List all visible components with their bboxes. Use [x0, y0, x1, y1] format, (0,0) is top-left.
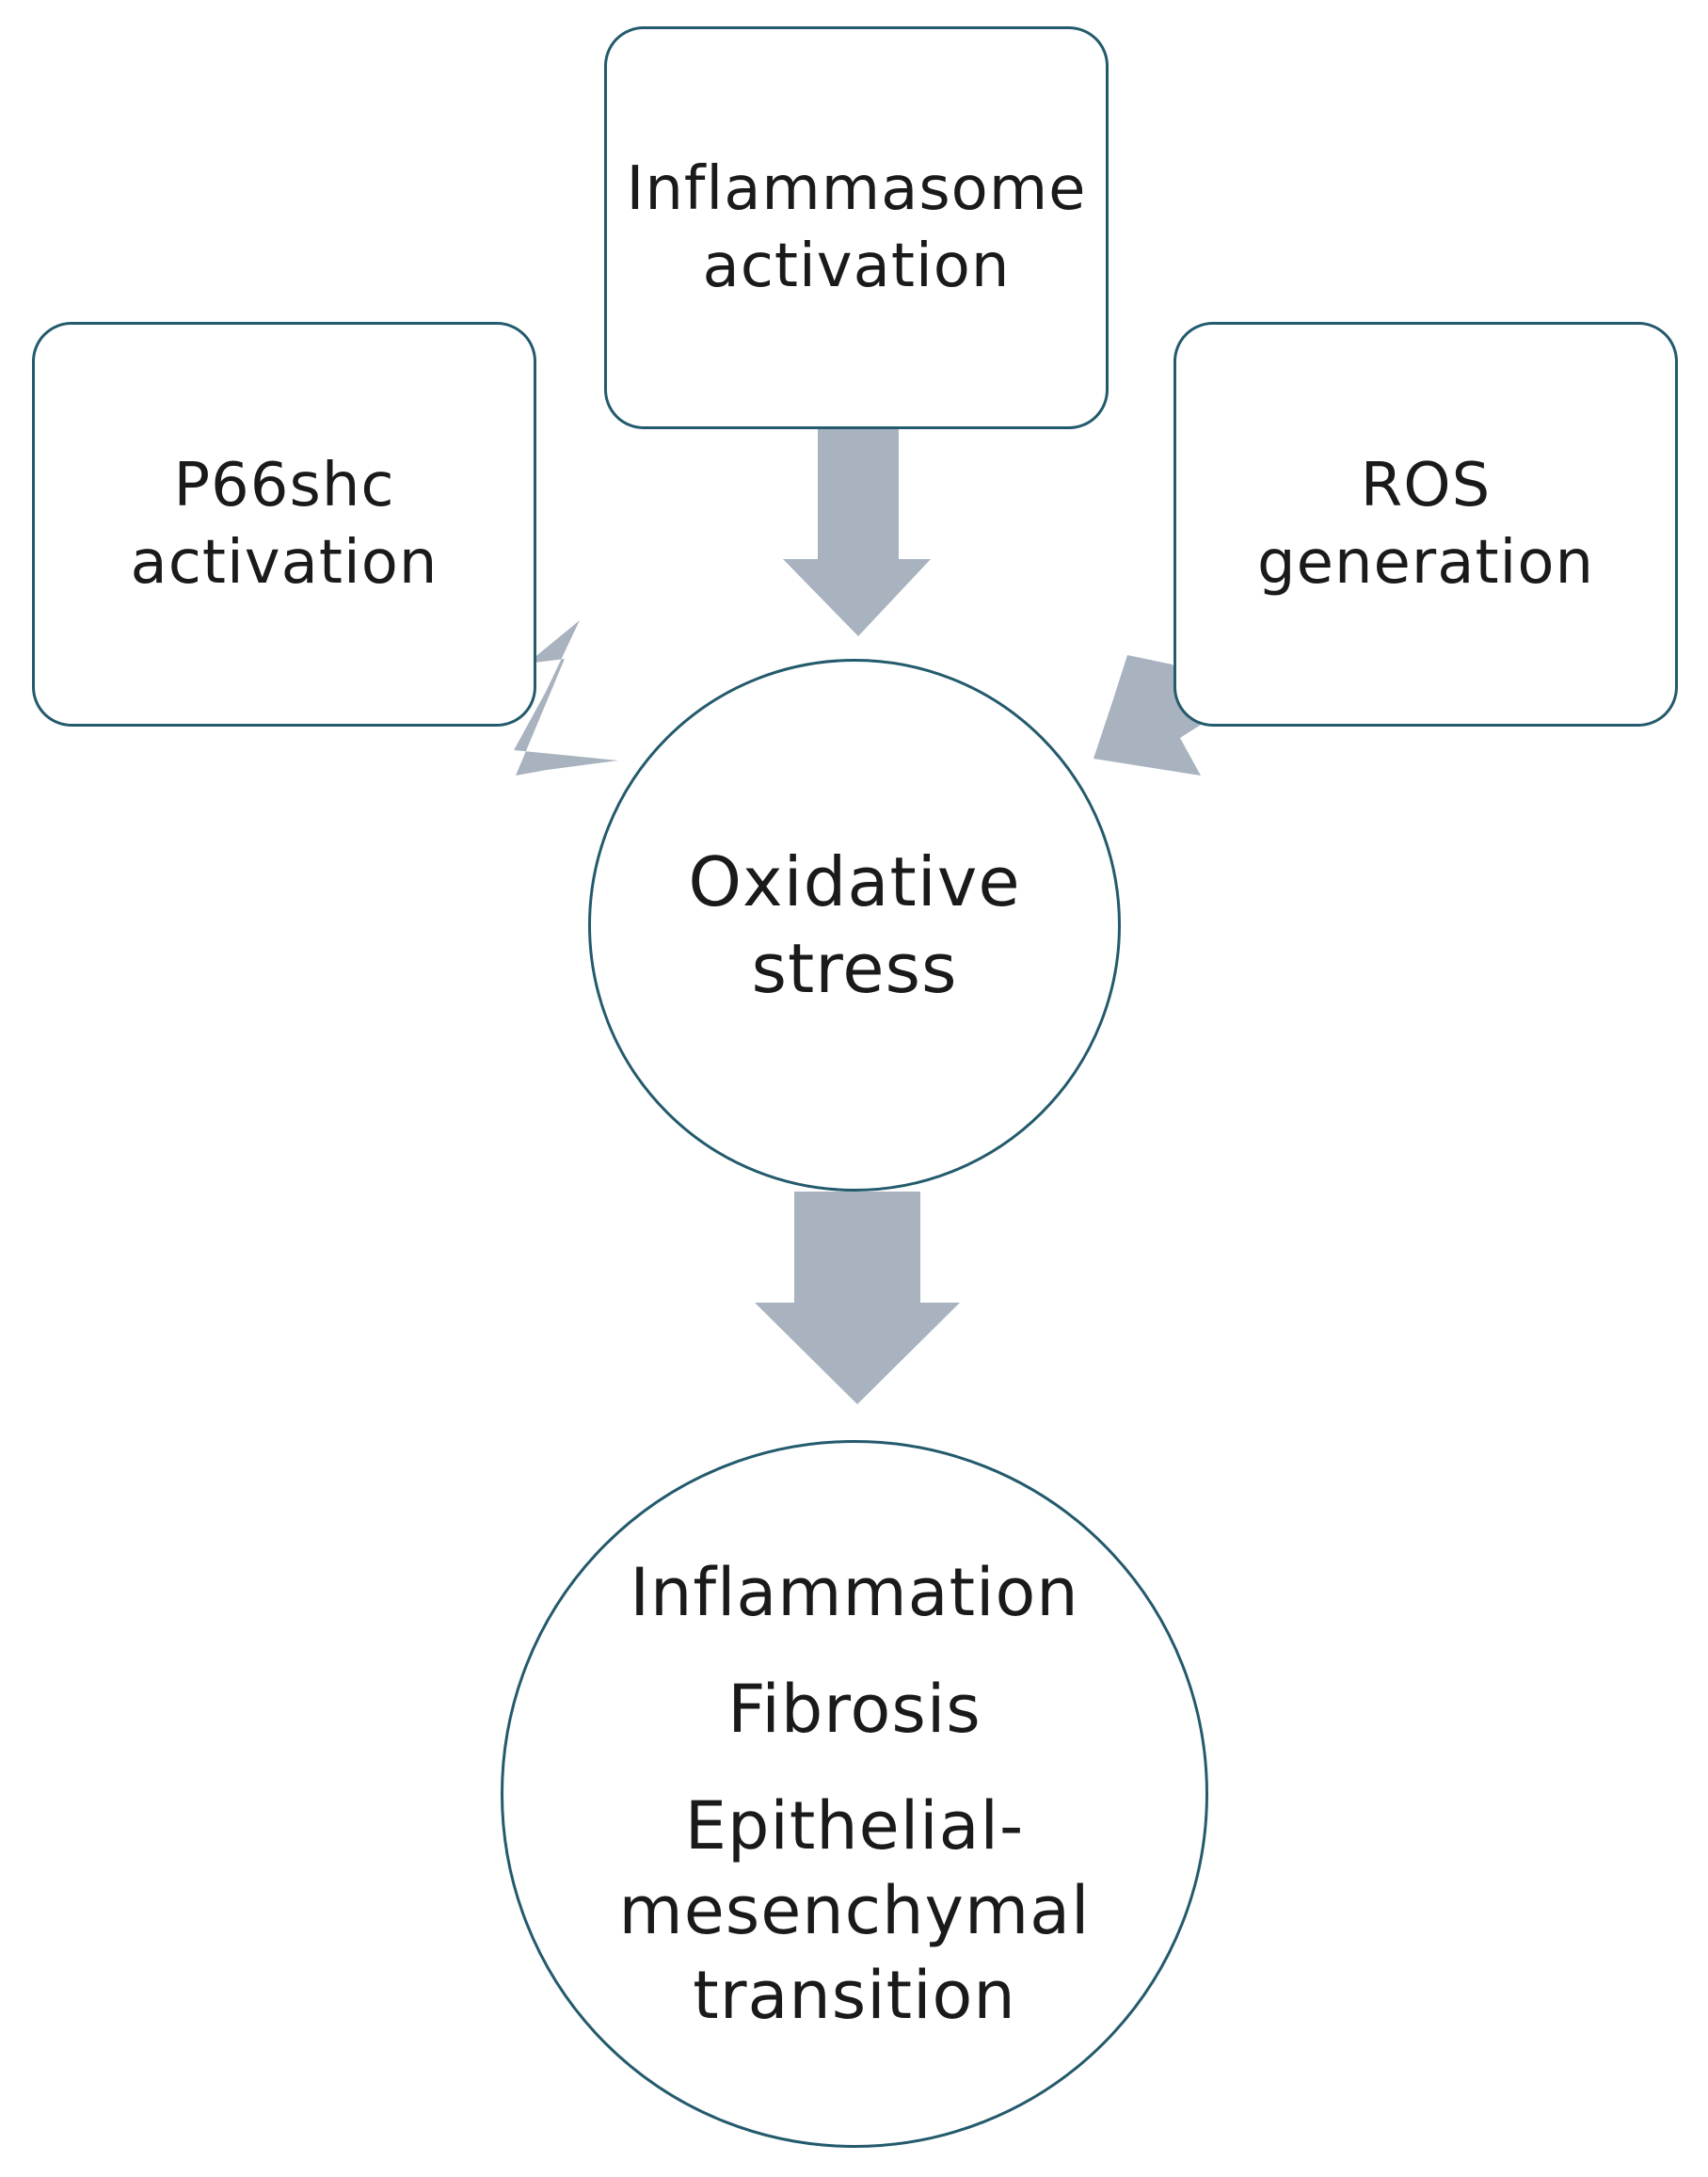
outcome-inflammation: Inflammation — [630, 1554, 1079, 1631]
p66shc-line-1: P66shc — [173, 451, 395, 520]
arrow-inflammasome-to-oxidative-stress — [783, 429, 931, 636]
p66shc-activation-box: P66shc activation — [32, 322, 536, 727]
ros-line-1: ROS — [1360, 451, 1492, 520]
ros-line-2: generation — [1256, 528, 1595, 598]
inflammasome-line-2: activation — [702, 232, 1011, 301]
oxidative-stress-circle: Oxidative stress — [588, 659, 1121, 1192]
arrow-oxidative-stress-to-outcomes — [755, 1192, 960, 1404]
arrow-p66shc-to-oxidative-stress — [514, 620, 618, 776]
ros-generation-box: ROS generation — [1173, 322, 1678, 727]
oxidative-stress-line-2: stress — [751, 929, 958, 1008]
inflammasome-line-1: Inflammasome — [626, 154, 1087, 224]
inflammasome-activation-box: Inflammasome activation — [604, 26, 1109, 429]
p66shc-line-2: activation — [130, 528, 439, 598]
outcomes-circle: Inflammation Fibrosis Epithelial- mesenc… — [501, 1440, 1208, 2148]
outcome-emt-line-1: Epithelial- — [684, 1787, 1025, 1865]
outcome-emt-line-2: mesenchymal — [618, 1872, 1091, 1949]
outcome-emt-line-3: transition — [693, 1957, 1016, 2034]
outcome-fibrosis: Fibrosis — [727, 1671, 982, 1748]
oxidative-stress-line-1: Oxidative — [688, 842, 1021, 921]
